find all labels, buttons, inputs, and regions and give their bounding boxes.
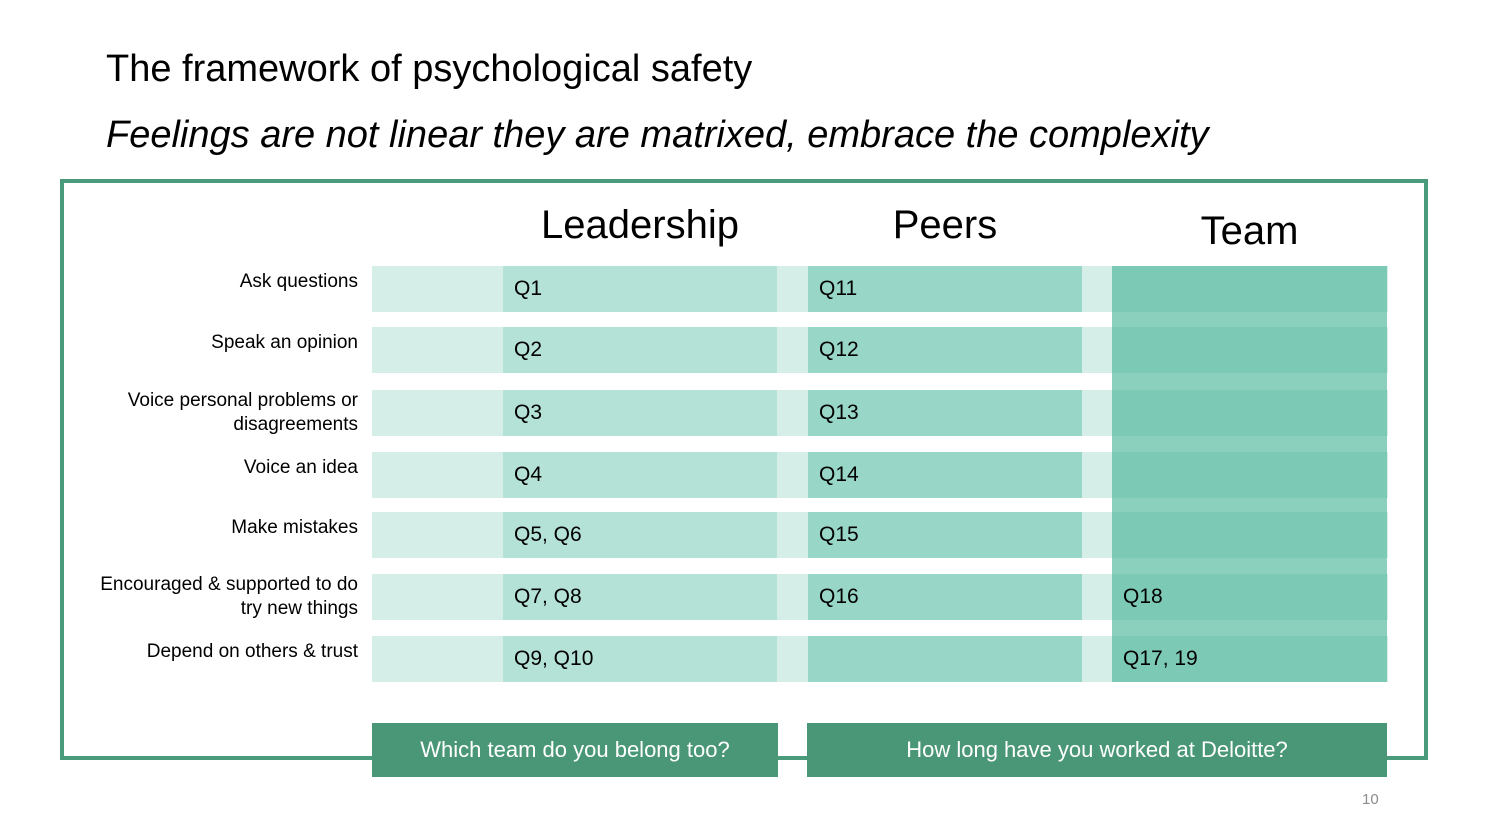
team-cell [1112, 266, 1387, 312]
team-column-gap [1112, 558, 1387, 574]
row-label: Make mistakes [231, 517, 358, 538]
row-label: Depend on others & trust [146, 641, 358, 662]
peers-cell [808, 636, 1082, 682]
team-cell: Q18 [1112, 574, 1387, 620]
column-header-leadership: Leadership [541, 203, 739, 247]
team-column-gap [1112, 620, 1387, 636]
row-label: Voice an idea [243, 457, 358, 478]
page-number: 10 [1362, 791, 1379, 808]
peers-cell: Q14 [808, 452, 1082, 498]
peers-cell: Q16 [808, 574, 1082, 620]
slide-subtitle: Feelings are not linear they are matrixe… [106, 114, 1209, 156]
column-header-peers: Peers [892, 203, 998, 247]
slide-title: The framework of psychological safety [106, 48, 753, 90]
row-label: Ask questions [239, 271, 358, 292]
team-cell [1112, 390, 1387, 436]
team-cell [1112, 327, 1387, 373]
team-cell [1112, 452, 1387, 498]
leadership-cell: Q1 [503, 266, 777, 312]
peers-cell: Q11 [808, 266, 1082, 312]
peers-cell: Q13 [808, 390, 1082, 436]
row-label: Voice personal problems or disagreements [127, 390, 358, 435]
leadership-cell: Q7, Q8 [503, 574, 777, 620]
team-column-gap [1112, 373, 1387, 390]
tenure-question-button[interactable]: How long have you worked at Deloitte? [807, 723, 1387, 777]
team-cell [1112, 512, 1387, 558]
team-column-gap [1112, 498, 1387, 512]
team-cell: Q17, 19 [1112, 636, 1387, 682]
leadership-cell: Q2 [503, 327, 777, 373]
row-label: Encouraged & supported to do try new thi… [100, 574, 358, 619]
leadership-cell: Q5, Q6 [503, 512, 777, 558]
team-question-button[interactable]: Which team do you belong too? [372, 723, 778, 777]
leadership-cell: Q9, Q10 [503, 636, 777, 682]
column-header-team: Team [1200, 209, 1299, 253]
team-column-gap [1112, 436, 1387, 452]
leadership-cell: Q4 [503, 452, 777, 498]
peers-cell: Q15 [808, 512, 1082, 558]
team-column-gap [1112, 312, 1387, 327]
peers-cell: Q12 [808, 327, 1082, 373]
row-label: Speak an opinion [211, 332, 358, 353]
leadership-cell: Q3 [503, 390, 777, 436]
